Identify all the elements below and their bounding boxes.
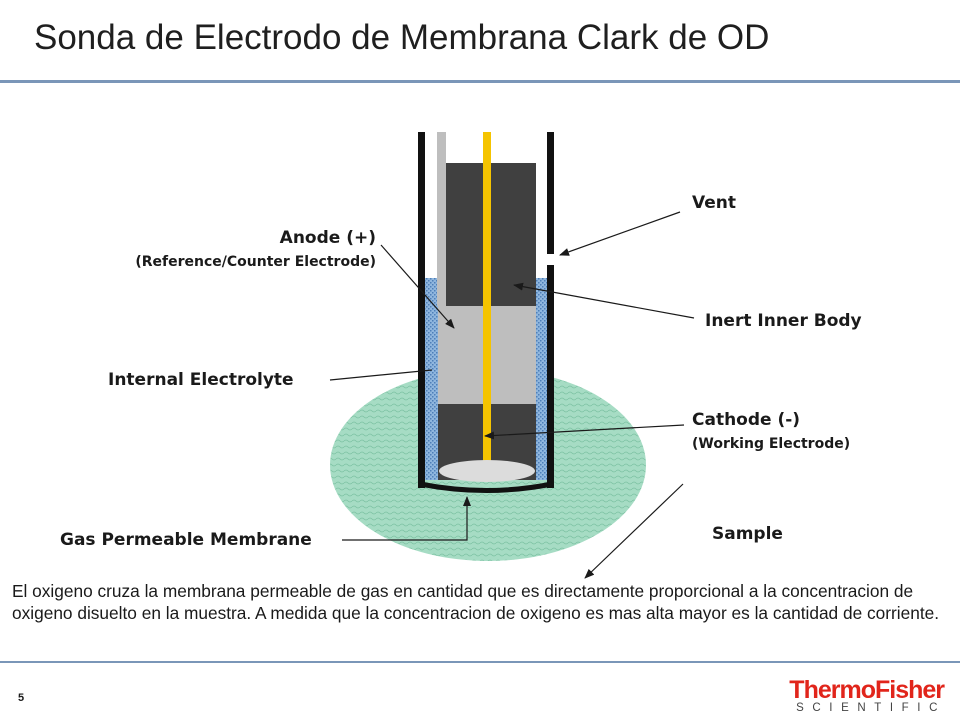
membrane-arrow — [342, 496, 471, 541]
cathode-sublabel: (Working Electrode) — [692, 436, 851, 452]
slide-title: Sonda de Electrodo de Membrana Clark de … — [34, 18, 770, 57]
cathode-wire — [483, 132, 491, 470]
probe-wall-right-lower — [547, 265, 554, 488]
gas-permeable-membrane-label: Gas Permeable Membrane — [60, 530, 312, 550]
probe-wall-right-upper — [547, 132, 554, 254]
footer-divider — [0, 661, 960, 663]
probe-wall-left — [418, 132, 425, 488]
sample-label: Sample — [712, 524, 783, 544]
cathode-tip — [439, 460, 535, 482]
inert-body-arrow — [513, 282, 695, 319]
anode-label: Anode (+) — [279, 228, 376, 248]
inert-inner-body-label: Inert Inner Body — [705, 311, 862, 331]
electrolyte-leader — [329, 369, 433, 381]
cathode-arrow — [484, 424, 685, 440]
anode-sublabel: (Reference/Counter Electrode) — [135, 254, 376, 270]
explanation-text: El oxigeno cruza la membrana permeable d… — [12, 581, 940, 623]
title-divider — [0, 80, 960, 83]
vent-arrow — [559, 211, 681, 256]
vent-label: Vent — [692, 193, 736, 213]
membrane — [419, 481, 553, 493]
anode-leader — [380, 244, 455, 329]
page-number: 5 — [18, 692, 25, 704]
anode-lead — [437, 132, 446, 306]
brand-logo-subtitle: SCIENTIFIC — [796, 702, 946, 714]
sample-arrow — [584, 483, 684, 579]
brand-logo: ThermoFisher — [789, 676, 945, 704]
internal-electrolyte-label: Internal Electrolyte — [108, 370, 294, 390]
cathode-label: Cathode (-) — [692, 410, 801, 430]
